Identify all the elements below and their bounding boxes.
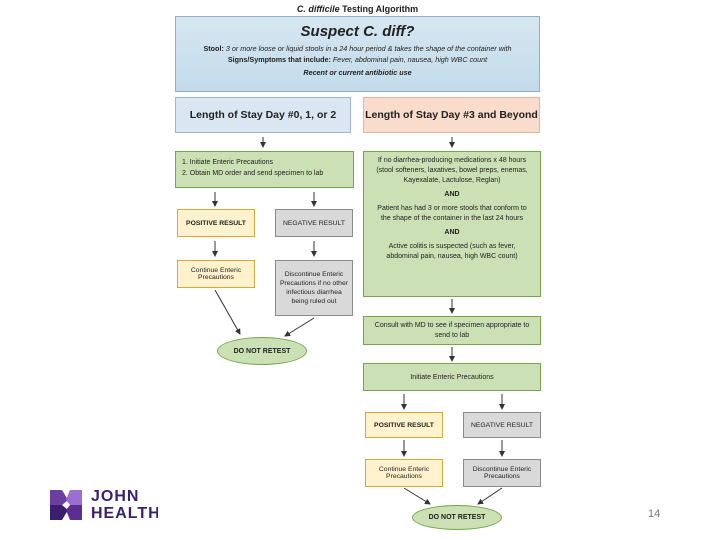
right-positive-result: POSITIVE RESULT — [365, 412, 443, 438]
logo-mark-icon — [50, 490, 82, 520]
logo-line-1: JOHN — [91, 488, 140, 505]
signs-label: Signs/Symptoms that include: — [227, 55, 331, 64]
title-italic: C. difficile — [296, 4, 340, 14]
suspect-box: Suspect C. diff? Stool: 3 or more loose … — [175, 16, 540, 92]
title-rest: Testing Algorithm — [339, 4, 419, 14]
left-do-not-retest: DO NOT RETEST — [217, 337, 307, 365]
logo-line-2: HEALTH — [91, 505, 158, 522]
right-discontinue-precautions: Discontinue Enteric Precautions — [463, 459, 541, 487]
suspect-criteria: Stool: 3 or more loose or liquid stools … — [176, 43, 539, 65]
suspect-heading: Suspect C. diff? — [300, 23, 415, 40]
right-column-header: Length of Stay Day #3 and Beyond — [363, 97, 540, 133]
step-initiate-precautions: 1. Initiate Enteric Precautions — [182, 159, 274, 166]
stool-text: 3 or more loose or liquid stools in a 24… — [223, 44, 512, 53]
left-steps-box: 1. Initiate Enteric Precautions 2. Obtai… — [175, 151, 354, 188]
step-obtain-order: 2. Obtain MD order and send specimen to … — [182, 170, 324, 177]
signs-text: Fever, abdominal pain, nausea, high WBC … — [330, 55, 488, 64]
criterion-stool-count: Patient has had 3 or more stools that co… — [377, 205, 527, 222]
antibiotic-text: Recent or current antibiotic use — [303, 68, 412, 77]
right-criteria-box: If no diarrhea-producing medications x 4… — [363, 151, 541, 297]
left-negative-result: NEGATIVE RESULT — [275, 209, 353, 237]
left-discontinue-precautions: Discontinue Enteric Precautions if no ot… — [275, 260, 353, 316]
and-connector-2: AND — [444, 229, 460, 236]
criterion-no-diarrhea-meds: If no diarrhea-producing medications x 4… — [376, 157, 528, 184]
page-number: 14 — [648, 508, 661, 520]
diagram-title: C. difficile Testing Algorithm — [175, 4, 540, 14]
right-do-not-retest: DO NOT RETEST — [412, 505, 502, 530]
left-continue-precautions: Continue Enteric Precautions — [177, 260, 255, 288]
initiate-precautions-box: Initiate Enteric Precautions — [363, 363, 541, 391]
left-column-header: Length of Stay Day #0, 1, or 2 — [175, 97, 351, 133]
criterion-active-colitis: Active colitis is suspected (such as fev… — [386, 243, 518, 260]
right-continue-precautions: Continue Enteric Precautions — [365, 459, 443, 487]
and-connector-1: AND — [444, 191, 460, 198]
right-negative-result: NEGATIVE RESULT — [463, 412, 541, 438]
left-positive-result: POSITIVE RESULT — [177, 209, 255, 237]
logo: JOHN HEALTH — [48, 488, 158, 524]
consult-md-box: Consult with MD to see if specimen appro… — [363, 316, 541, 345]
stool-label: Stool: — [203, 44, 224, 53]
